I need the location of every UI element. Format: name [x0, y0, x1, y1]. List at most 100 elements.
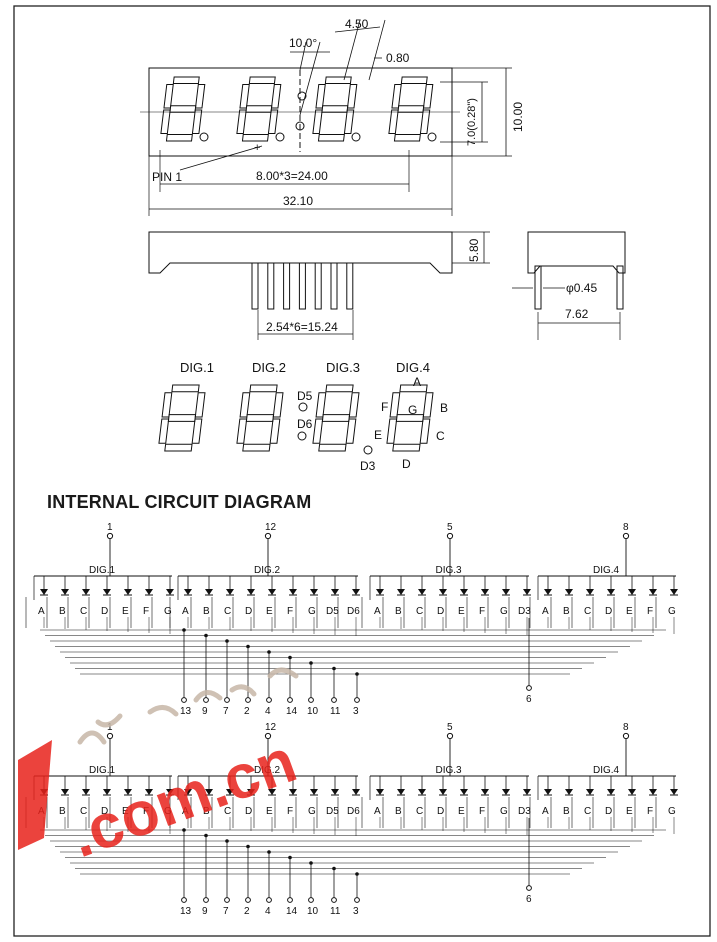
c2-diode-2-0 — [376, 789, 384, 795]
map-digit-1-seg-f — [161, 392, 173, 418]
c2-seg-label-2-5: F — [479, 806, 485, 817]
c2-seg-label-2-7: D3 — [518, 806, 531, 817]
c1-pin-label-7: 10 — [307, 706, 319, 717]
front-view — [140, 19, 512, 216]
c2-seg-label-1-5: F — [287, 806, 293, 817]
c1-seg-label-2-5: F — [479, 606, 485, 617]
pin1-marker: + — [254, 142, 260, 154]
map-digit-2-seg-b — [272, 392, 284, 418]
seg-label-d: D — [402, 457, 411, 471]
map-digit-4-seg-f — [389, 392, 401, 418]
c1-seg-label-0-5: F — [143, 606, 149, 617]
front-digit-1-seg-a — [172, 76, 200, 84]
map-digit-3-seg-f — [315, 392, 327, 418]
c2-diode-0-1 — [61, 789, 69, 795]
c2-pin-7 — [308, 897, 314, 903]
c1-seg-label-1-3: D — [245, 606, 252, 617]
c1-diode-1-5 — [289, 589, 297, 595]
c2-diode-1-4 — [268, 789, 276, 795]
c2-pin-9 — [354, 897, 360, 903]
pitch-label: 4.50 — [345, 17, 369, 31]
c1-pin-1 — [181, 697, 187, 703]
c2-pin-5 — [266, 897, 272, 903]
pin1-leader — [179, 145, 263, 171]
front-digit-2-seg-f — [239, 83, 250, 109]
front-digit-2-seg-b — [270, 83, 282, 109]
c2-common-pin-label-4: 8 — [623, 722, 629, 733]
c1-seg-label-1-7: D5 — [326, 606, 339, 617]
c1-pin-5 — [266, 697, 272, 703]
c2-pin-6 — [287, 897, 293, 903]
c2-pin-label-8: 11 — [330, 906, 341, 917]
c2-diode-0-5 — [145, 789, 153, 795]
c1-diode-0-5 — [145, 589, 153, 595]
front-digit-2-seg-a — [248, 76, 276, 84]
front-digits — [160, 76, 437, 142]
front-digit-2-seg-d — [241, 134, 269, 142]
front-digit-3-seg-g — [321, 105, 349, 113]
front-digit-2-seg-c — [267, 109, 279, 135]
seg-dig2-label: DIG.2 — [252, 360, 286, 375]
c2-seg-label-1-0: A — [182, 806, 189, 817]
c1-diode-0-2 — [82, 589, 90, 595]
angle-leader-b — [299, 41, 307, 71]
c1-diode-3-3 — [607, 589, 615, 595]
c2-seg-label-2-2: C — [416, 806, 423, 817]
c2-diode-1-3 — [247, 789, 255, 795]
c1-pin-7 — [308, 697, 314, 703]
map-digit-4 — [386, 384, 434, 452]
map-digit-1-seg-d — [164, 443, 193, 452]
c2-diode-1-8 — [352, 789, 360, 795]
c2-diode-0-2 — [82, 789, 90, 795]
c1-diode-3-4 — [628, 589, 636, 595]
span-label: 8.00*3=24.00 — [256, 169, 328, 183]
c1-pin-label-5: 4 — [265, 706, 271, 717]
map-digit-3-seg-b — [348, 392, 360, 418]
c1-diode-2-6 — [502, 589, 510, 595]
side-pins — [251, 262, 354, 310]
c2-dp-pin-label: 6 — [526, 894, 532, 905]
c2-common-pin-label-2: 12 — [265, 722, 277, 733]
c2-diode-0-4 — [124, 789, 132, 795]
c1-seg-label-3-3: D — [605, 606, 612, 617]
c2-seg-label-3-5: F — [647, 806, 653, 817]
c1-diode-3-6 — [670, 589, 678, 595]
seg-dig1-label: DIG.1 — [180, 360, 214, 375]
c2-diode-3-3 — [607, 789, 615, 795]
c1-group-label-2: DIG.2 — [254, 565, 281, 576]
c2-seg-label-3-0: A — [542, 806, 549, 817]
map-digit-2-seg-g — [245, 414, 275, 422]
c1-pin-9 — [354, 697, 360, 703]
c2-seg-label-0-6: G — [164, 806, 172, 817]
c2-diode-0-6 — [166, 789, 174, 795]
c2-diode-1-6 — [310, 789, 318, 795]
pitch-dim-line — [334, 26, 381, 33]
c2-pin-label-4: 2 — [244, 906, 250, 917]
side-pin-2 — [267, 262, 275, 310]
c1-diode-1-3 — [247, 589, 255, 595]
c1-seg-label-1-6: G — [308, 606, 316, 617]
c1-common-pin-label-4: 8 — [623, 522, 629, 533]
c1-seg-label-3-5: F — [647, 606, 653, 617]
front-digit-2 — [236, 76, 282, 142]
c2-seg-label-1-4: E — [266, 806, 273, 817]
map-dot-d6 — [297, 431, 307, 441]
seg-label-d6: D6 — [297, 417, 313, 431]
map-digit-1-seg-g — [167, 414, 197, 422]
c1-diode-2-1 — [397, 589, 405, 595]
c1-diode-2-7 — [523, 589, 531, 595]
c2-diode-2-7 — [523, 789, 531, 795]
seg-label-a: A — [413, 375, 421, 389]
c1-diode-3-0 — [544, 589, 552, 595]
map-digit-1-seg-c — [191, 418, 203, 444]
front-digit-1-seg-b — [194, 83, 206, 109]
c2-seg-label-1-8: D6 — [347, 806, 360, 817]
c2-pin-8 — [331, 897, 337, 903]
c1-seg-label-1-0: A — [182, 606, 189, 617]
c1-dp-pin-label: 6 — [526, 694, 532, 705]
c2-common-pin-2 — [264, 732, 272, 740]
c1-seg-label-1-8: D6 — [347, 606, 360, 617]
c2-seg-label-3-3: D — [605, 806, 612, 817]
c1-seg-label-2-7: D3 — [518, 606, 531, 617]
